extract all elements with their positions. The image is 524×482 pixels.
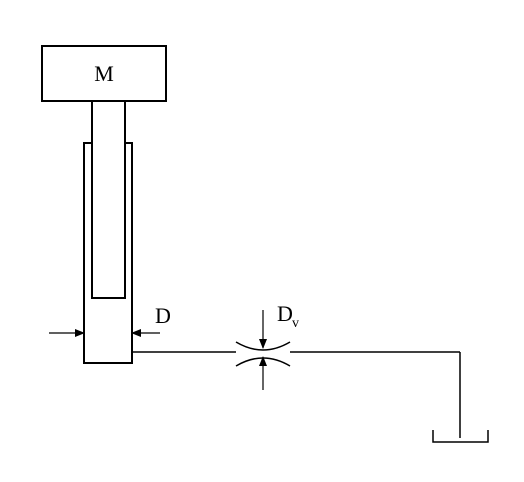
mass-rect <box>41 45 167 102</box>
bore-dimension: D <box>49 303 171 337</box>
hydraulic-line <box>132 351 461 438</box>
throttle-valve: D v <box>235 301 299 390</box>
piston-rod-rect <box>91 100 126 299</box>
reservoir-tank <box>432 430 489 443</box>
reservoir-tank-outline <box>432 430 489 443</box>
valve-label: D <box>277 301 293 326</box>
throttle-valve-top-curve <box>235 341 291 351</box>
mass-label: M <box>94 61 114 86</box>
bore-label: D <box>155 303 171 328</box>
valve-label-subscript: v <box>292 316 299 331</box>
mass-block: M <box>41 45 167 102</box>
piston-rod <box>91 100 126 299</box>
